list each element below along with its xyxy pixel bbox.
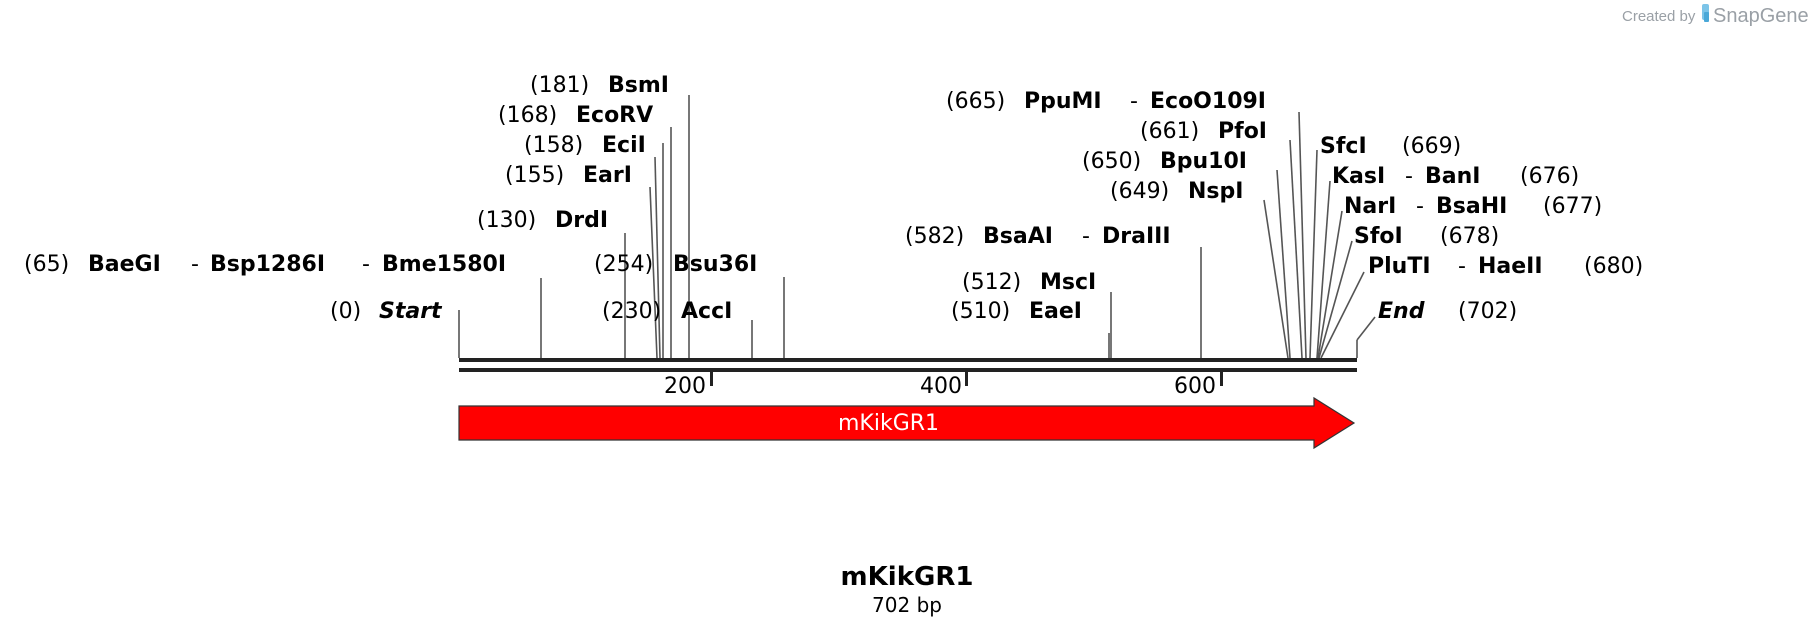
- site-name-haeii: HaeII: [1478, 254, 1543, 279]
- site-name-bsmi: BsmI: [608, 73, 669, 98]
- separator-3: -: [1130, 89, 1138, 114]
- leader-sfci: [1309, 149, 1318, 359]
- site-name-bsp1286i: Bsp1286I: [210, 252, 325, 277]
- feature-label: mKikGR1: [838, 411, 939, 436]
- site-pos-bsaai: (582): [905, 224, 964, 249]
- site-pos-sfci: (669): [1402, 134, 1461, 159]
- site-name-ecoo109i: EcoO109I: [1150, 89, 1266, 114]
- site-name-bsu36i: Bsu36I: [673, 252, 757, 277]
- site-name-bsahi: BsaHI: [1436, 194, 1507, 219]
- sequence-length: 702 bp: [872, 593, 942, 617]
- ruler: 200 400 600: [664, 372, 1223, 399]
- site-pos-eaei: (510): [951, 299, 1010, 324]
- tick-label-400: 400: [920, 374, 962, 399]
- leader-end-a: [1356, 316, 1376, 341]
- site-name-eari: EarI: [583, 163, 632, 188]
- feature-mkikgr1: mKikGR1: [458, 396, 1356, 450]
- site-pos-nspi: (649): [1110, 179, 1169, 204]
- separator-7: -: [1458, 254, 1466, 279]
- tick-mark-400: [965, 372, 968, 386]
- site-labels: (181) BsmI (168) EcoRV (158) EciI (155) …: [24, 73, 1643, 324]
- separator-4: -: [1082, 224, 1090, 249]
- leader-ppumi: [1298, 111, 1307, 359]
- leader-kasi: [1316, 180, 1331, 359]
- site-pos-ppumi: (665): [946, 89, 1005, 114]
- site-name-baegi: BaeGI: [88, 252, 161, 277]
- tick-mark-600: [1220, 372, 1223, 386]
- leader-sfoi: [1318, 240, 1353, 359]
- leader-ecii: [654, 156, 661, 359]
- site-name-draiii: DraIII: [1102, 224, 1171, 249]
- site-pos-bsu36i: (254): [594, 252, 653, 277]
- site-name-ecorv: EcoRV: [576, 103, 653, 128]
- site-name-sfci: SfcI: [1320, 134, 1367, 159]
- sequence-name: mKikGR1: [841, 562, 974, 592]
- leader-bpu10i: [1276, 169, 1291, 359]
- site-pos-bsmi: (181): [530, 73, 589, 98]
- site-pos-end: (702): [1458, 299, 1517, 324]
- site-pos-kasi: (676): [1520, 164, 1579, 189]
- leader-eari: [649, 186, 658, 359]
- snapgene-branding: Created by SnapGene: [1622, 4, 1809, 27]
- map-title: mKikGR1 702 bp: [841, 562, 974, 617]
- site-pos-drdi: (130): [477, 208, 536, 233]
- tick-label-600: 600: [1174, 374, 1216, 399]
- snapgene-wordmark: SnapGene: [1713, 5, 1809, 27]
- site-name-end: End: [1378, 299, 1425, 324]
- site-name-nspi: NspI: [1188, 179, 1243, 204]
- site-name-acci: AccI: [681, 299, 732, 324]
- site-name-sfoi: SfoI: [1354, 224, 1403, 249]
- site-name-msci: MscI: [1040, 270, 1096, 295]
- site-pos-baegi: (65): [24, 252, 69, 277]
- leader-pfoi: [1289, 139, 1303, 359]
- site-pos-ecorv: (168): [498, 103, 557, 128]
- site-name-eaei: EaeI: [1029, 299, 1082, 324]
- site-name-ecii: EciI: [602, 133, 646, 158]
- site-pos-nari: (677): [1543, 194, 1602, 219]
- tick-mark-200: [710, 372, 713, 386]
- site-pos-bpu10i: (650): [1082, 149, 1141, 174]
- site-name-bsaai: BsaAI: [983, 224, 1053, 249]
- separator-6: -: [1416, 194, 1424, 219]
- site-pos-ecii: (158): [524, 133, 583, 158]
- site-pos-pluti: (680): [1584, 254, 1643, 279]
- leader-nari: [1317, 210, 1343, 359]
- site-pos-acci: (230): [602, 299, 661, 324]
- created-by-text: Created by: [1622, 8, 1696, 25]
- site-pos-start: (0): [330, 299, 361, 324]
- site-name-pluti: PluTI: [1368, 254, 1431, 279]
- site-name-kasi: KasI: [1332, 164, 1385, 189]
- site-name-nari: NarI: [1344, 194, 1396, 219]
- cut-site-leaders: [458, 95, 1376, 359]
- site-pos-msci: (512): [962, 270, 1021, 295]
- site-pos-pfoi: (661): [1140, 119, 1199, 144]
- site-pos-eari: (155): [505, 163, 564, 188]
- site-name-drdi: DrdI: [555, 208, 608, 233]
- separator-5: -: [1405, 164, 1413, 189]
- site-name-bpu10i: Bpu10I: [1160, 149, 1247, 174]
- dna-backbone: [459, 358, 1357, 372]
- leader-pluti: [1320, 271, 1365, 359]
- separator-1: -: [191, 252, 199, 277]
- snapgene-logo-icon: [1702, 4, 1709, 22]
- site-pos-sfoi: (678): [1440, 224, 1499, 249]
- feature-arrow: [458, 396, 1356, 450]
- site-name-pfoi: PfoI: [1218, 119, 1267, 144]
- site-name-start: Start: [379, 299, 443, 324]
- leader-nspi: [1263, 199, 1289, 359]
- site-name-bme1580i: Bme1580I: [382, 252, 506, 277]
- tick-label-200: 200: [664, 374, 706, 399]
- site-name-bani: BanI: [1425, 164, 1480, 189]
- site-name-ppumi: PpuMI: [1024, 89, 1102, 114]
- separator-2: -: [362, 252, 370, 277]
